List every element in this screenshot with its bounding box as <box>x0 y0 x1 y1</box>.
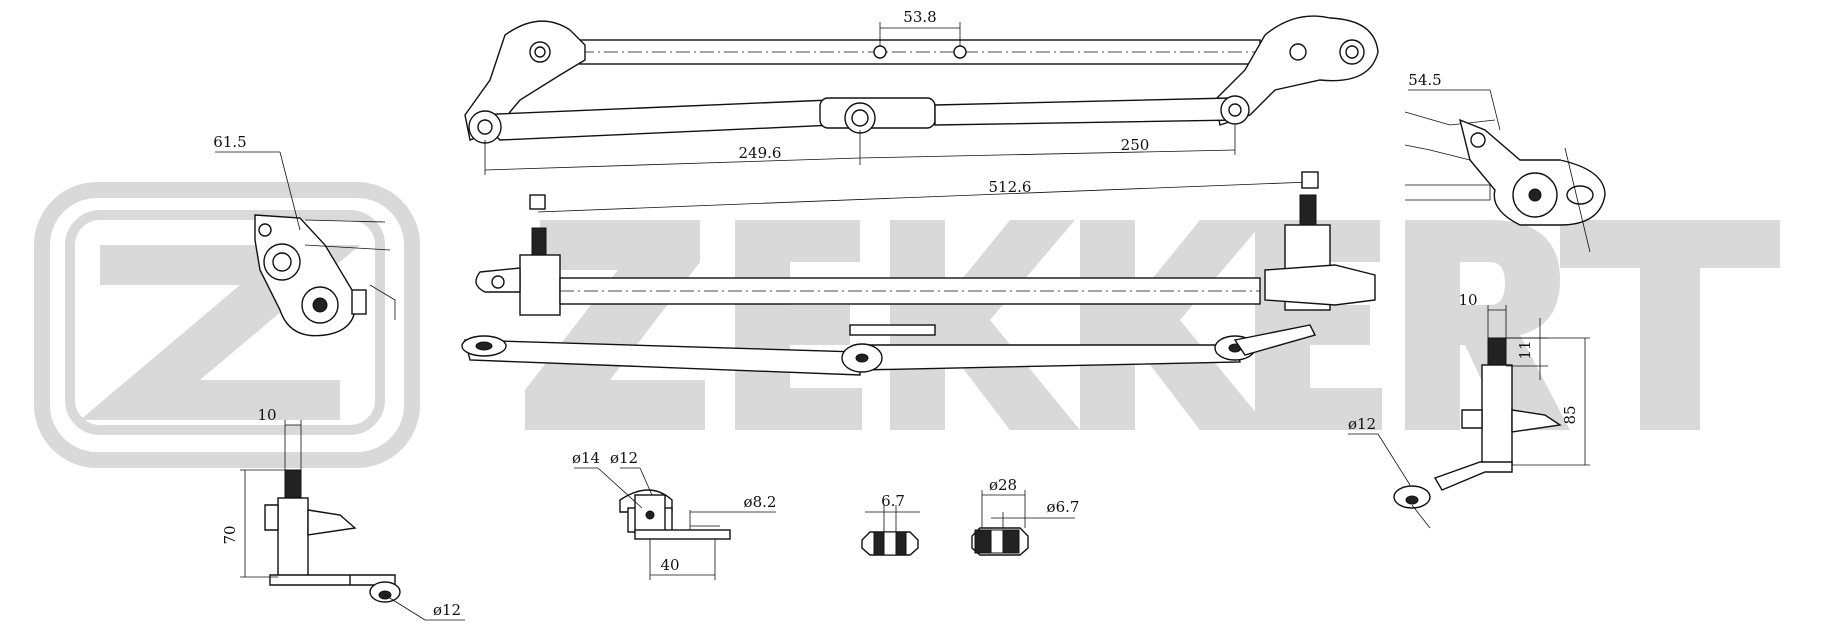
dim-label-61-5: 61.5 <box>213 133 246 151</box>
dim-right-link-length: 250 <box>859 125 1236 159</box>
watermark-wordmark <box>525 220 1780 430</box>
right-spindle-detail <box>1393 337 1562 509</box>
dim-label-left-ball: ø12 <box>433 601 461 619</box>
dim-right-spindle: 10 11 85 ø12 <box>1348 291 1590 529</box>
dim-center-joint: ø14 ø12 ø8.2 40 <box>572 449 777 580</box>
dim-label-left-10: 10 <box>257 406 276 424</box>
top-view-linkage <box>464 15 1379 144</box>
dim-label-center-phi-12: ø12 <box>610 449 638 467</box>
dim-label-11: 11 <box>1516 340 1534 359</box>
dim-label-phi-6-7: ø6.7 <box>1047 498 1080 516</box>
right-crank-detail <box>1404 111 1606 226</box>
dim-label-40: 40 <box>660 556 679 574</box>
dim-left-link-length: 249.6 <box>484 130 861 175</box>
dim-top-hole-spacing: 53.8 <box>879 8 961 46</box>
left-spindle-detail <box>264 469 401 603</box>
dim-label-250: 250 <box>1121 136 1150 154</box>
dim-label-53-8: 53.8 <box>903 8 936 26</box>
center-joint-detail <box>619 489 731 540</box>
dim-label-85: 85 <box>1561 405 1579 424</box>
dim-label-right-10: 10 <box>1458 291 1477 309</box>
dim-label-70: 70 <box>221 525 239 544</box>
bushing-large <box>971 527 1029 556</box>
dim-label-249-6: 249.6 <box>739 144 782 162</box>
dim-right-crank-radius: 54.5 <box>1408 71 1591 253</box>
left-crank-detail <box>254 214 396 337</box>
dim-left-spindle: 10 70 ø12 <box>221 406 465 621</box>
dim-label-512-6: 512.6 <box>989 178 1032 196</box>
dim-label-6-7: 6.7 <box>881 492 905 510</box>
dim-label-right-ball: ø12 <box>1348 415 1376 433</box>
watermark-logo-icon <box>34 182 420 468</box>
dim-bushing-large: ø28 ø6.7 <box>981 476 1080 528</box>
dim-pivot-spacing: 512.6 <box>989 178 1032 196</box>
dim-label-phi-14: ø14 <box>572 449 600 467</box>
front-view-linkage <box>461 171 1376 376</box>
dim-bushing-small: 6.7 <box>865 492 920 532</box>
dim-left-crank-radius: 61.5 <box>213 133 301 231</box>
bushing-small <box>861 531 919 556</box>
dim-label-phi-28: ø28 <box>989 476 1017 494</box>
dim-label-phi-8-2: ø8.2 <box>744 493 777 511</box>
dim-label-54-5: 54.5 <box>1408 71 1441 89</box>
